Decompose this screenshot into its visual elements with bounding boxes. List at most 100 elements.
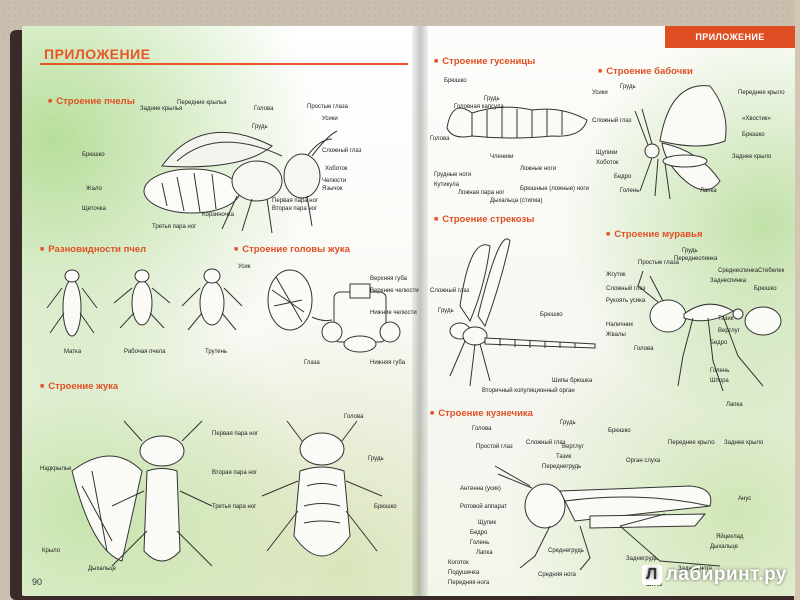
dragonfly-label-copulatory-organ: Вторичный копуляционный орган [482,388,575,394]
header-tab: ПРИЛОЖЕНИЕ [665,26,795,48]
ant-label-spur: Шпора [710,378,729,384]
grasshopper-label-antenna: Антенна (усик) [460,486,501,492]
butterfly-label-thorax: Грудь [620,84,636,90]
bee-label-fore-wings: Передние крылья [177,100,227,106]
beetle-label-head: Голова [344,414,364,420]
ant-diagram [637,270,782,392]
labirint-logo-icon: Л [641,565,662,585]
beetle-head-label-lower-lip: Нижняя губа [370,360,406,366]
beetle-head-label-lower-jaws: Нижние челюсти [370,310,417,316]
butterfly-diagram [634,85,727,200]
butterfly-label-hind-wing: Заднее крыло [732,154,772,160]
bee-label-antennae: Усики [322,116,338,122]
grasshopper-label-fore-wing: Переднее крыло [668,440,715,446]
page-number-left: 90 [32,577,43,587]
section-title-beetle: Строение жука [40,381,118,392]
beetle-head-label-upper-jaws: Верхние челюсти [370,288,419,294]
ant-label-thorax: Грудь [682,248,698,254]
butterfly-label-palps: Щупики [596,150,618,156]
bee-label-brush: Щеточка [82,206,106,212]
butterfly-label-fore-wing: Переднее крыло [738,90,785,96]
page-title: ПРИЛОЖЕНИЕ [44,46,151,62]
bee-label-head: Голова [254,106,274,112]
grasshopper-label-middle-leg: Средняя нога [538,572,576,578]
grasshopper-label-thorax: Грудь [560,420,576,426]
grasshopper-diagram [494,465,721,571]
ant-label-tibia: Голень [710,368,730,374]
butterfly-label-antennae: Усики [592,90,608,96]
bee-label-third-legs: Третья пара ног [152,224,197,230]
grasshopper-label-front-leg: Передняя нога [448,580,490,586]
caterpillar-label-abdomen: Брюшко [444,78,467,84]
ant-label-flagellum: Жгутик [606,272,626,278]
butterfly-label-abdomen: Брюшко [742,132,765,138]
section-title-beetle-head: Строение головы жука [234,244,350,255]
butterfly-label-tail: «Хвостик» [742,116,771,122]
grasshopper-label-mouthparts: Ротовой аппарат [460,504,507,510]
section-title-butterfly: Строение бабочки [598,66,693,77]
grasshopper-label-spiracle: Дыхальце [710,544,738,550]
butterfly-label-proboscis: Хоботок [596,160,619,166]
caterpillar-label-thoracic-legs: Грудные ноги [434,172,472,178]
bee-type-caption-drone: Трутень [205,349,228,355]
beetle-label-third-legs: Третья пара ног [212,504,257,510]
book-spine [412,26,428,596]
caterpillar-label-spiracles: Дыхальца (стигма) [490,198,543,204]
grasshopper-label-pad: Подушечка [448,570,480,576]
bee-label-first-legs: Первая пара ног [272,198,319,204]
grasshopper-label-ovipositor: Яйцеклад [716,534,744,540]
grasshopper-label-abdomen: Брюшко [608,428,631,434]
section-title-bee: Строение пчелы [48,96,135,107]
grasshopper-label-head: Голова [472,426,492,432]
bee-label-hind-wings: Задние крылья [140,106,183,112]
section-title-grasshopper: Строение кузнечика [430,408,533,419]
grasshopper-label-prothorax: Переднегрудь [542,464,582,470]
ant-label-petiole: Стебелек [758,268,785,274]
beetle-label-spiracle: Дыхальце [88,566,116,572]
bee-type-caption-worker: Рабочая пчела [124,349,166,355]
beetle-label-first-legs: Первая пара ног [212,431,259,437]
section-title-bee-types: Разновидности пчел [40,244,146,255]
bee-types-diagram [46,268,243,337]
title-underline [40,63,408,65]
section-title-dragonfly: Строение стрекозы [434,214,534,225]
caterpillar-label-head: Голова [430,136,450,142]
grasshopper-label-hind-leg: Задняя нога [678,566,712,572]
caterpillar-label-abdominal-legs: Брюшные (ложные) ноги [520,186,589,192]
ant-label-head: Голова [634,346,654,352]
bee-label-basket: Корзиночка [202,212,234,218]
section-title-ant: Строение муравья [606,229,702,240]
ant-label-compound-eye: Сложный глаз [606,286,646,292]
bee-label-tongue: Язычок [322,186,343,192]
bee-label-second-legs: Вторая пара ног [272,206,318,212]
caterpillar-label-thorax: Грудь [484,96,500,102]
bee-type-caption-queen: Матка [64,349,82,355]
right-page: ПРИЛОЖЕНИЕ Строение гусеницы Брюшко Голо… [420,26,795,596]
beetle-label-abdomen: Брюшко [374,504,397,510]
ant-label-simple-eyes: Простые глаза [638,260,679,266]
bee-label-abdomen: Брюшко [82,152,105,158]
caterpillar-label-false-legs: Ложные ноги [520,166,557,172]
ant-label-mandibles: Жвалы [606,332,626,338]
beetle-head-label-upper-lip: Верхняя губа [370,276,407,282]
grasshopper-label-trochanter: Вертлуг [562,444,584,450]
beetle-head-label-antenna: Усик [238,264,251,270]
grasshopper-label-hind-wing: Заднее крыло [724,440,764,446]
caterpillar-label-false-pair: Ложная пара ног [458,190,505,196]
caterpillar-diagram [446,106,588,139]
dragonfly-label-abdomen: Брюшко [540,312,563,318]
ant-label-tarsus: Лапка [726,402,743,408]
grasshopper-label-coxa: Тазик [556,454,572,460]
ant-label-femur: Бедро [710,340,728,346]
butterfly-label-femur: Бедро [614,174,632,180]
dragonfly-diagram [449,238,596,387]
beetle-label-wing: Крыло [42,548,61,554]
ant-label-propodeum: Заднеспинка [710,278,747,284]
table-edge [794,0,800,600]
ant-label-trochanter: Вертлуг [718,328,740,334]
ant-label-gaster: Брюшко [754,286,777,292]
butterfly-label-tibia: Голень [620,188,640,194]
dragonfly-label-compound-eye: Сложный глаз [430,288,470,294]
grasshopper-label-femur: Бедро [470,530,488,536]
grasshopper-label-mesothorax: Среднегрудь [548,548,584,554]
